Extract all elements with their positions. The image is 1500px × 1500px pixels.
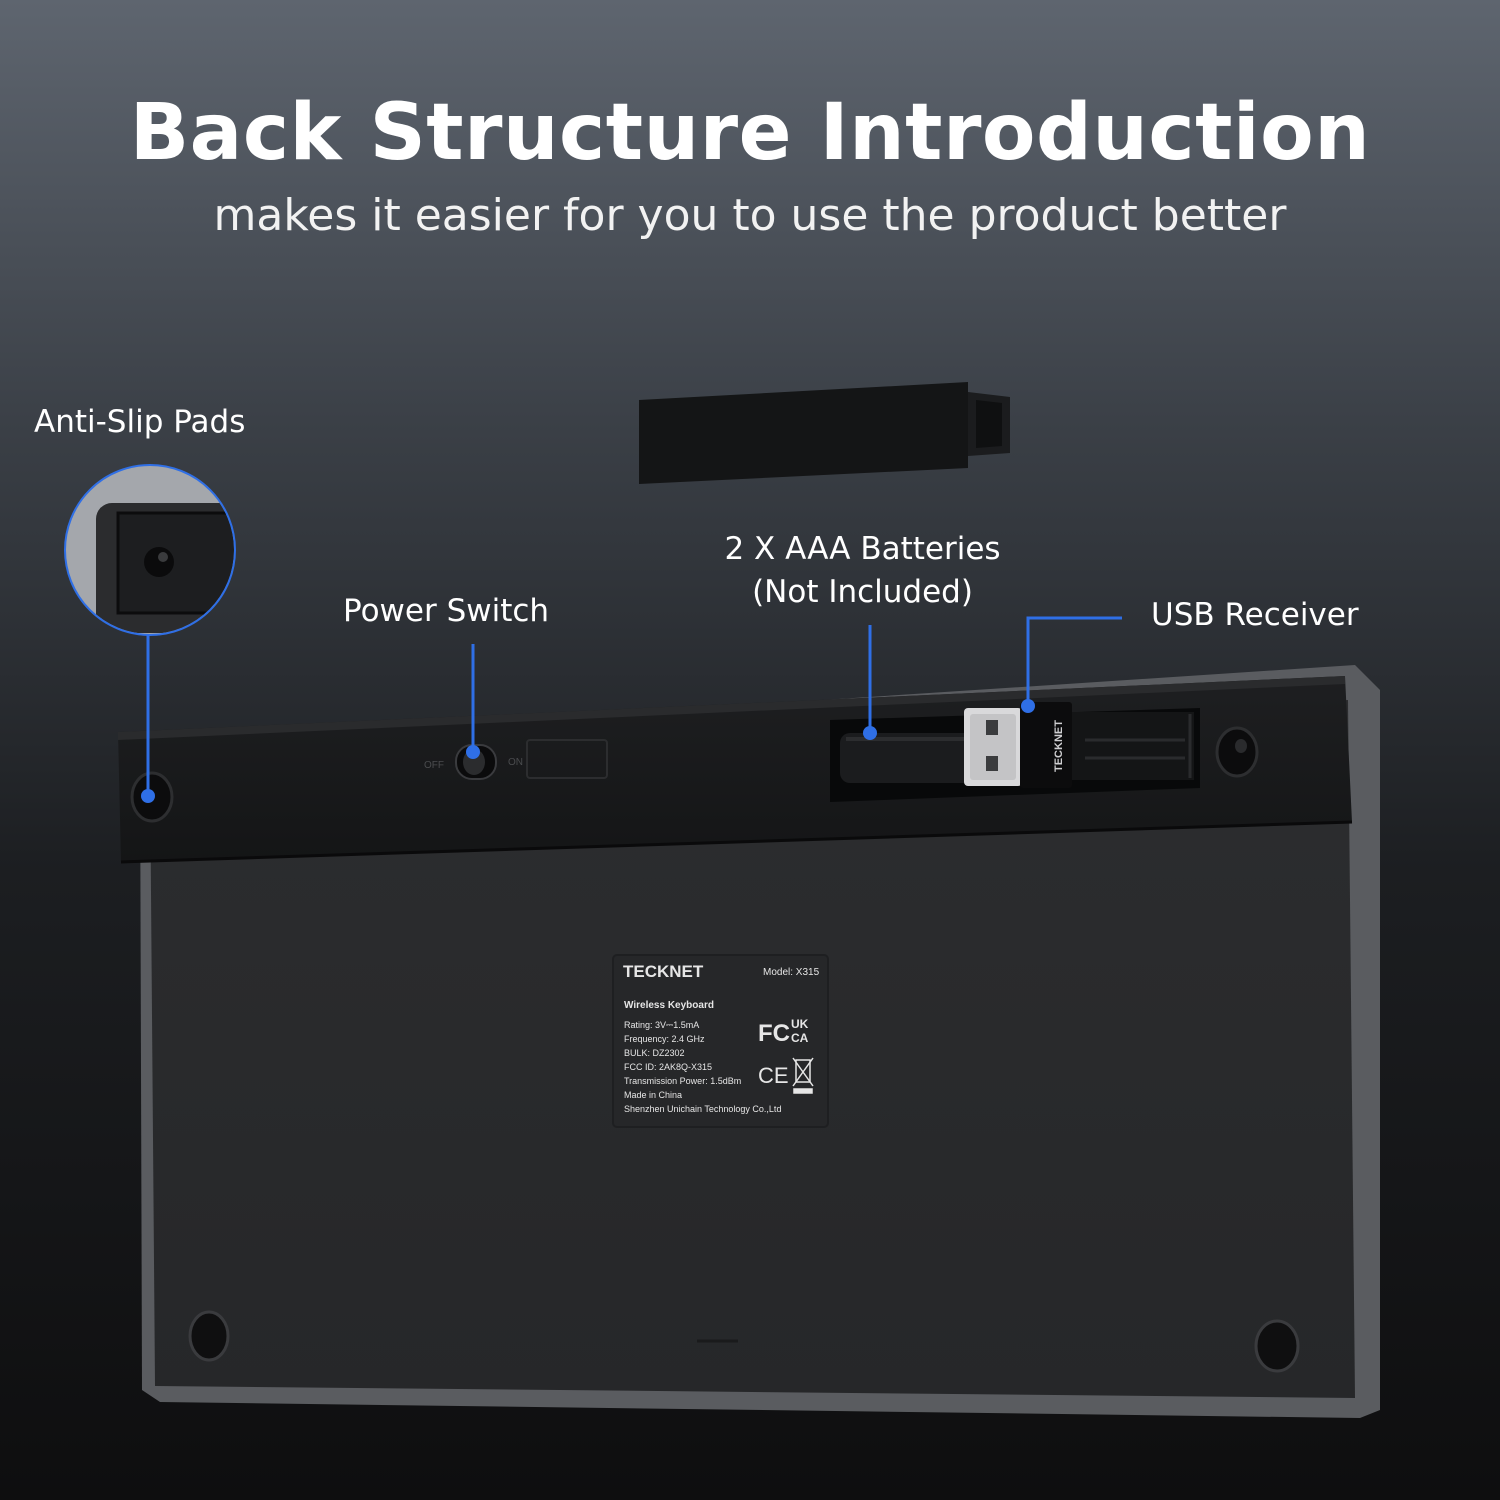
anti-slip-pad-bottom-right [1254, 1319, 1300, 1373]
sticker-maker: Shenzhen Unichain Technology Co.,Ltd [624, 1104, 781, 1114]
sticker-origin: Made in China [624, 1090, 682, 1100]
fc-mark-icon: FC [758, 1020, 790, 1047]
callout-dots [141, 699, 1035, 803]
sticker-power: Transmission Power: 1.5dBm [624, 1076, 741, 1086]
switch-off-label: OFF [424, 760, 444, 771]
callout-power-switch: Power Switch [343, 593, 550, 629]
ce-mark-icon: CE [758, 1063, 789, 1088]
anti-slip-pad-bottom-left [188, 1310, 230, 1362]
anti-slip-zoom-circle [64, 464, 236, 636]
weee-bin-icon [792, 1057, 814, 1094]
sticker-frequency: Frequency: 2.4 GHz [624, 1034, 705, 1044]
sticker-model: Model: X315 [763, 967, 820, 978]
aaa-battery [840, 733, 975, 783]
battery-cover [639, 382, 1010, 484]
callout-batteries-line2: (Not Included) [752, 574, 973, 610]
callout-batteries-line1: 2 X AAA Batteries [724, 531, 1001, 567]
sticker-product: Wireless Keyboard [624, 1000, 714, 1011]
page-title: Back Structure Introduction [129, 88, 1371, 178]
anti-slip-pad-top-right [1215, 726, 1259, 778]
callout-usb-receiver: USB Receiver [1151, 597, 1359, 633]
sticker-bulk: BULK: DZ2302 [624, 1048, 685, 1058]
ukca-mark-top: UK [791, 1017, 809, 1031]
sticker-fcc-id: FCC ID: 2AK8Q-X315 [624, 1062, 712, 1072]
receiver-brand: TECKNET [1053, 720, 1065, 772]
product-label-sticker: TECKNET Model: X315 Wireless Keyboard Ra… [612, 954, 829, 1128]
sticker-brand: TECKNET [623, 962, 704, 981]
sticker-rating: Rating: 3V⎓1.5mA [624, 1020, 699, 1030]
ukca-mark-bottom: CA [791, 1031, 809, 1045]
usb-receiver[interactable]: TECKNET [964, 702, 1194, 788]
switch-on-label: ON [508, 757, 523, 768]
callout-anti-slip-pads: Anti-Slip Pads [34, 404, 246, 440]
page-subtitle: makes it easier for you to use the produ… [213, 190, 1287, 241]
callout-lines [146, 616, 1122, 795]
